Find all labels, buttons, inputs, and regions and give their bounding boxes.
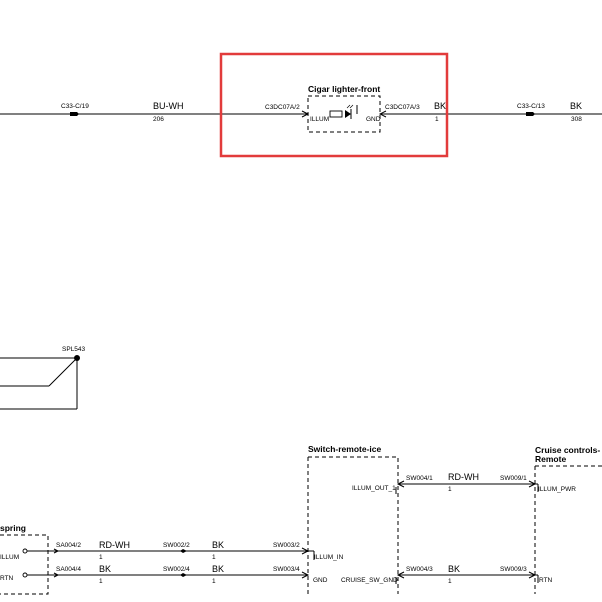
heating-element-icon <box>329 110 343 118</box>
connector-c33-19[interactable] <box>70 112 79 116</box>
row2-color2: BK <box>212 564 224 574</box>
pin-label-c3dc07a-3: C3DC07A/3 <box>385 104 420 111</box>
switch-pin-gnd: GND <box>313 577 328 584</box>
lamp-diode-icon <box>345 110 351 118</box>
cruise-title-line2: Remote <box>535 454 566 464</box>
row2-sa-pin: SA004/4 <box>56 566 81 573</box>
switch-pin-illum-out: ILLUM_OUT_1 <box>352 485 396 492</box>
row2-sw-a: SW002/4 <box>163 566 190 573</box>
mid-top-num: 1 <box>448 486 452 493</box>
wire-number-206: 206 <box>153 116 164 123</box>
splice-spl543: SPL543 <box>0 346 86 410</box>
pin-arrow-left <box>301 110 310 118</box>
mid-bottom-num: 1 <box>448 578 452 585</box>
connector-label-c33-13: C33-C/13 <box>517 103 545 110</box>
mid-bottom-pin-right: SW009/3 <box>500 566 527 573</box>
row2-color1: BK <box>99 564 111 574</box>
cigar-lighter-title: Cigar lighter-front <box>308 84 380 94</box>
splice-label: SPL543 <box>62 346 86 353</box>
wire-color-bu-wh: BU-WH <box>153 101 184 111</box>
clockspring-box[interactable]: spring ILLUM RTN <box>0 523 49 595</box>
cruise-title-line1: Cruise controls- <box>535 445 600 455</box>
row2-sw-b: SW003/4 <box>273 566 300 573</box>
pin-name-gnd: GND <box>366 116 381 123</box>
top-circuit: C33-C/19 BU-WH 206 C3DC07A/2 Cigar light… <box>0 52 602 158</box>
clockspring-title: spring <box>0 523 26 533</box>
connector-c33-13[interactable] <box>526 112 535 116</box>
wire-color-bk: BK <box>434 101 446 111</box>
wire-color-bk-2: BK <box>570 101 582 111</box>
mid-top-circuit: SW004/1 RD-WH 1 SW009/1 <box>396 472 537 493</box>
row2-num2: 1 <box>212 578 216 585</box>
switch-pin-cruise-gnd: CRUISE_SW_GND <box>341 577 398 584</box>
row1-sw-b: SW003/2 <box>273 542 300 549</box>
row1-sa-pin: SA004/2 <box>56 542 81 549</box>
wire-number-308: 308 <box>571 116 582 123</box>
switch-pin-illum-in: ILLUM_IN <box>314 554 344 561</box>
row1-color2: BK <box>212 540 224 550</box>
row2-circuit: SA004/4 BK 1 SW002/4 BK 1 SW003/4 <box>48 564 310 585</box>
row1-num1: 1 <box>99 554 103 561</box>
highlight-box <box>219 52 449 158</box>
pin-arrow-right <box>378 110 387 118</box>
mid-top-pin-right: SW009/1 <box>500 475 527 482</box>
clockspring-pin-rtn: RTN <box>0 575 14 582</box>
wire-number-1: 1 <box>435 116 439 123</box>
mid-bottom-color: BK <box>448 564 460 574</box>
pin-name-illum: ILLUM <box>310 116 329 123</box>
mid-bottom-pin-left: SW004/3 <box>406 566 433 573</box>
cruise-pin-rtn: RTN <box>539 577 553 584</box>
clockspring-pin-illum: ILLUM <box>0 554 19 561</box>
switch-remote-ice-box[interactable]: Switch-remote-ice ILLUM_IN GND ILLUM_OUT… <box>307 444 399 594</box>
cigar-lighter-box[interactable] <box>307 95 381 133</box>
cruise-pin-illum-pwr: ILLUM_PWR <box>538 486 576 493</box>
row1-num2: 1 <box>212 554 216 561</box>
connector-label-c33-19: C33-C/19 <box>61 103 89 110</box>
cruise-controls-box[interactable]: Cruise controls- Remote ILLUM_PWR RTN <box>534 445 602 594</box>
mid-top-color: RD-WH <box>448 472 479 482</box>
row2-num1: 1 <box>99 578 103 585</box>
row1-circuit: SA004/2 RD-WH 1 SW002/2 BK 1 SW003/2 <box>48 540 310 561</box>
switch-remote-title: Switch-remote-ice <box>308 444 381 454</box>
mid-bottom-circuit: SW004/3 BK 1 SW009/3 <box>396 564 537 585</box>
mid-top-pin-left: SW004/1 <box>406 475 433 482</box>
pin-label-c3dc07a-2: C3DC07A/2 <box>265 104 300 111</box>
row1-sw-a: SW002/2 <box>163 542 190 549</box>
row1-color1: RD-WH <box>99 540 130 550</box>
